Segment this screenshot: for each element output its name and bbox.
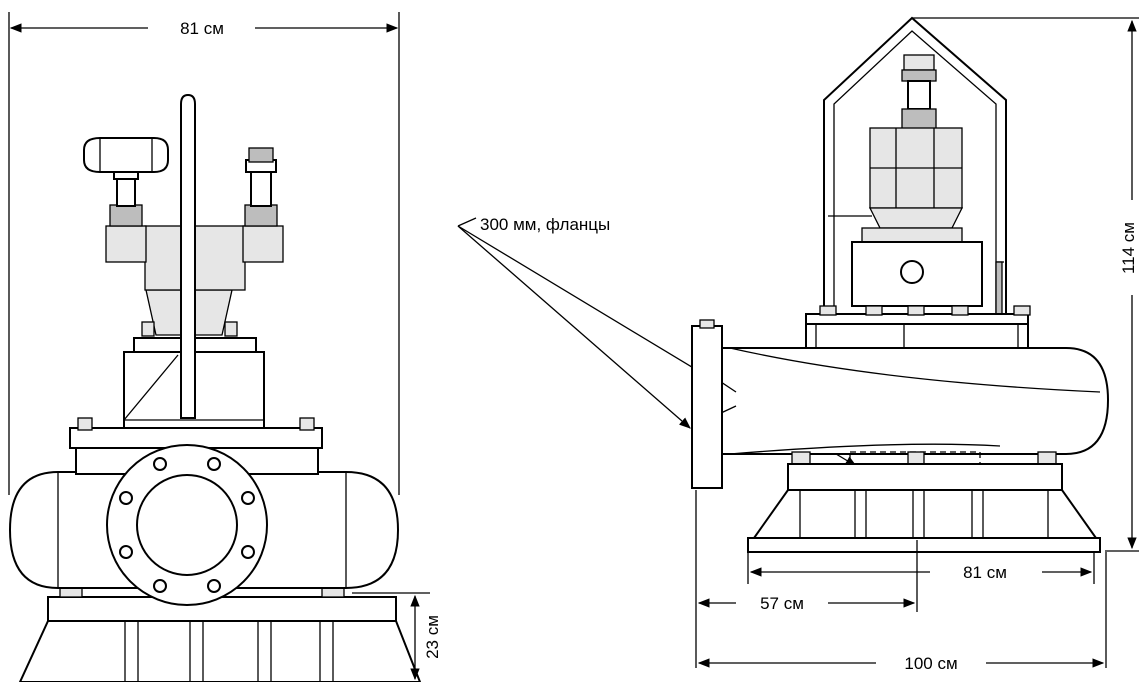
front-base-frame: [18, 577, 422, 682]
side-overall-width-dimension: 100 см: [697, 654, 1105, 673]
side-discharge-flange: [691, 319, 723, 489]
flange-label: 300 мм, фланцы: [480, 215, 610, 234]
side-overall-width-label: 100 см: [904, 654, 957, 673]
front-discharge-flange: [106, 444, 268, 606]
front-base-height-dimension: 23 см: [352, 592, 442, 681]
side-height-label: 114 см: [1119, 222, 1138, 274]
front-width-dimension: 81 см: [9, 19, 399, 38]
front-base-height-label: 23 см: [423, 615, 442, 659]
side-offset-dimension: 57 см: [697, 594, 916, 613]
front-width-label: 81 см: [180, 19, 224, 38]
side-base-width-dimension: 81 см: [749, 563, 1093, 582]
side-base-width-label: 81 см: [963, 563, 1007, 582]
side-height-dimension: 114 см: [1119, 19, 1138, 550]
front-view: 81 см 23 см: [8, 12, 442, 682]
side-offset-label: 57 см: [760, 594, 804, 613]
side-view: 114 см 300 мм, фланцы: [457, 16, 1139, 673]
